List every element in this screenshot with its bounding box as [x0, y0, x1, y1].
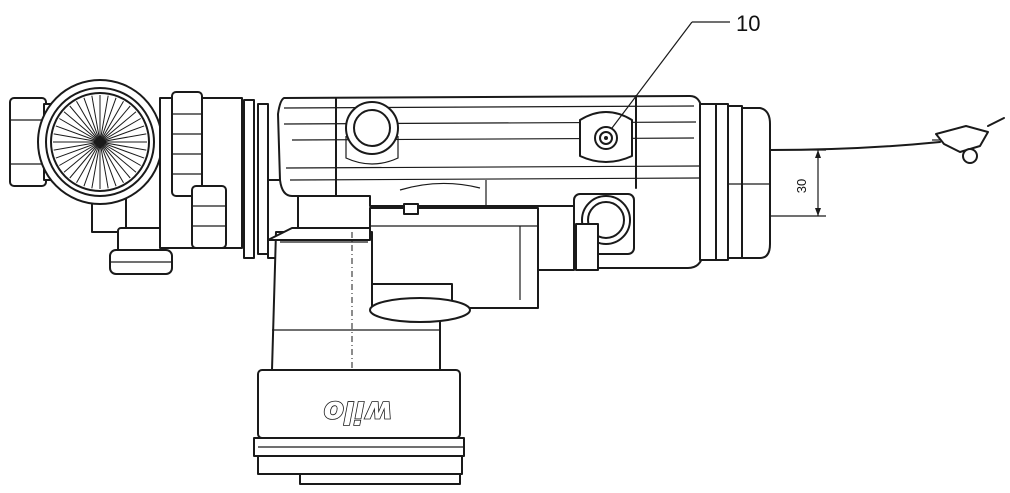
- gauge-spoke: [99, 141, 141, 166]
- gauge-spoke: [99, 118, 141, 143]
- gauge-spoke: [99, 141, 137, 173]
- gauge-spoke: [99, 133, 147, 143]
- gauge-spoke: [59, 118, 101, 143]
- gauge-spoke: [55, 125, 101, 143]
- electronic-module: [359, 203, 539, 309]
- motor-housing: [267, 227, 471, 371]
- gauge-spoke: [91, 141, 101, 189]
- gauge-spoke: [99, 125, 145, 143]
- callout-10: 10: [611, 11, 760, 129]
- gauge-spoke: [53, 133, 101, 143]
- gauge-spoke: [99, 111, 137, 143]
- gauge-spoke: [99, 101, 124, 143]
- gauge-spoke: [99, 141, 124, 183]
- gauge-spoke: [55, 141, 101, 159]
- dimension-marker: 30: [770, 149, 826, 217]
- gauge-spoke: [99, 141, 147, 151]
- gauge-spoke: [99, 141, 145, 159]
- gauge-spoke: [83, 97, 101, 143]
- gauge-spoke: [69, 105, 101, 143]
- gauge-spoke: [99, 141, 109, 189]
- gauge-spoke: [63, 111, 101, 143]
- gauge-spoke: [99, 141, 117, 187]
- gauge-spoke: [76, 141, 101, 183]
- gauge-spoke: [59, 141, 101, 166]
- gauge-spoke: [76, 101, 101, 143]
- dimension-value: 30: [794, 179, 809, 193]
- wilo-head-unit: [253, 369, 465, 485]
- port-plug: [345, 101, 399, 165]
- vent-valve: [579, 111, 633, 163]
- wilo-logo: wilo: [324, 394, 393, 429]
- outlet-flange: [699, 103, 771, 261]
- gauge-spoke: [63, 141, 101, 173]
- gauge-spoke: [69, 141, 101, 179]
- gauge-spoke: [91, 95, 101, 143]
- gauge-spoke: [99, 95, 109, 143]
- gauge-spoke: [53, 141, 101, 151]
- sensor-cable: [769, 117, 1005, 164]
- gauge-spoke: [99, 105, 131, 143]
- pressure-gauge: [37, 79, 173, 275]
- gauge-spoke: [99, 141, 131, 179]
- callout-number: 10: [736, 11, 760, 36]
- gauge-spoke: [83, 141, 101, 187]
- gauge-spoke: [99, 97, 117, 143]
